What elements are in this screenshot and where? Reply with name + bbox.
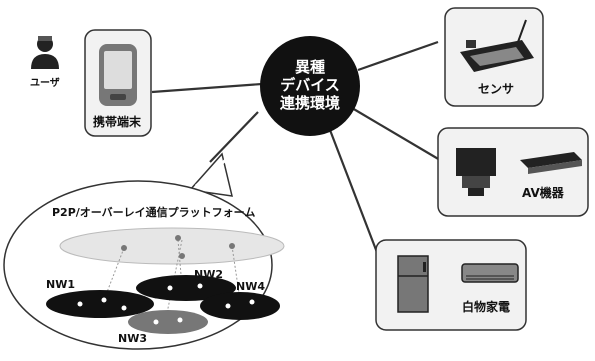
nw2-disc (136, 275, 236, 301)
av-recorder-icon (520, 152, 582, 174)
connector-hub-sensor (357, 40, 439, 72)
nw1-label: NW1 (46, 278, 75, 291)
nw1-disc (46, 290, 154, 318)
network-nodes (77, 283, 255, 325)
mobile-label: 携帯端末 (93, 115, 142, 129)
overlay-nodes (121, 235, 235, 259)
hub-line-3: 連携環境 (279, 94, 340, 112)
nw2-label: NW2 (194, 268, 223, 281)
connector-lines (151, 40, 441, 256)
hub-line-2: デバイス (280, 76, 340, 94)
user-icon (31, 36, 59, 69)
connector-hub-av (351, 107, 441, 161)
tv-icon (456, 148, 496, 196)
hub-label: 異種 デバイス 連携環境 (262, 58, 358, 112)
sensor-label: センサ (478, 82, 515, 96)
sensor-device-icon (460, 19, 534, 72)
connector-hub-platform (209, 111, 259, 163)
nw4-label: NW4 (236, 280, 265, 293)
platform-title: P2P/オーバーレイ通信プラットフォーム (52, 206, 256, 219)
overlay-links (103, 239, 241, 319)
mobile-phone-icon (99, 44, 137, 106)
hub-line-1: 異種 (294, 58, 325, 76)
refrigerator-icon (397, 255, 429, 313)
nw3-label: NW3 (118, 332, 147, 345)
appliance-label: 白物家電 (462, 300, 511, 314)
hub-circle (260, 36, 360, 136)
av-label: AV機器 (522, 186, 564, 200)
connector-mobile-hub (151, 82, 263, 94)
nw4-disc (200, 292, 280, 320)
air-conditioner-icon (461, 263, 519, 283)
bubble-tail-join (195, 156, 229, 188)
user-label: ユーザ (30, 78, 60, 89)
nw3-disc (128, 310, 208, 334)
connector-hub-appliance (328, 129, 380, 256)
overlay-plane (59, 227, 285, 265)
